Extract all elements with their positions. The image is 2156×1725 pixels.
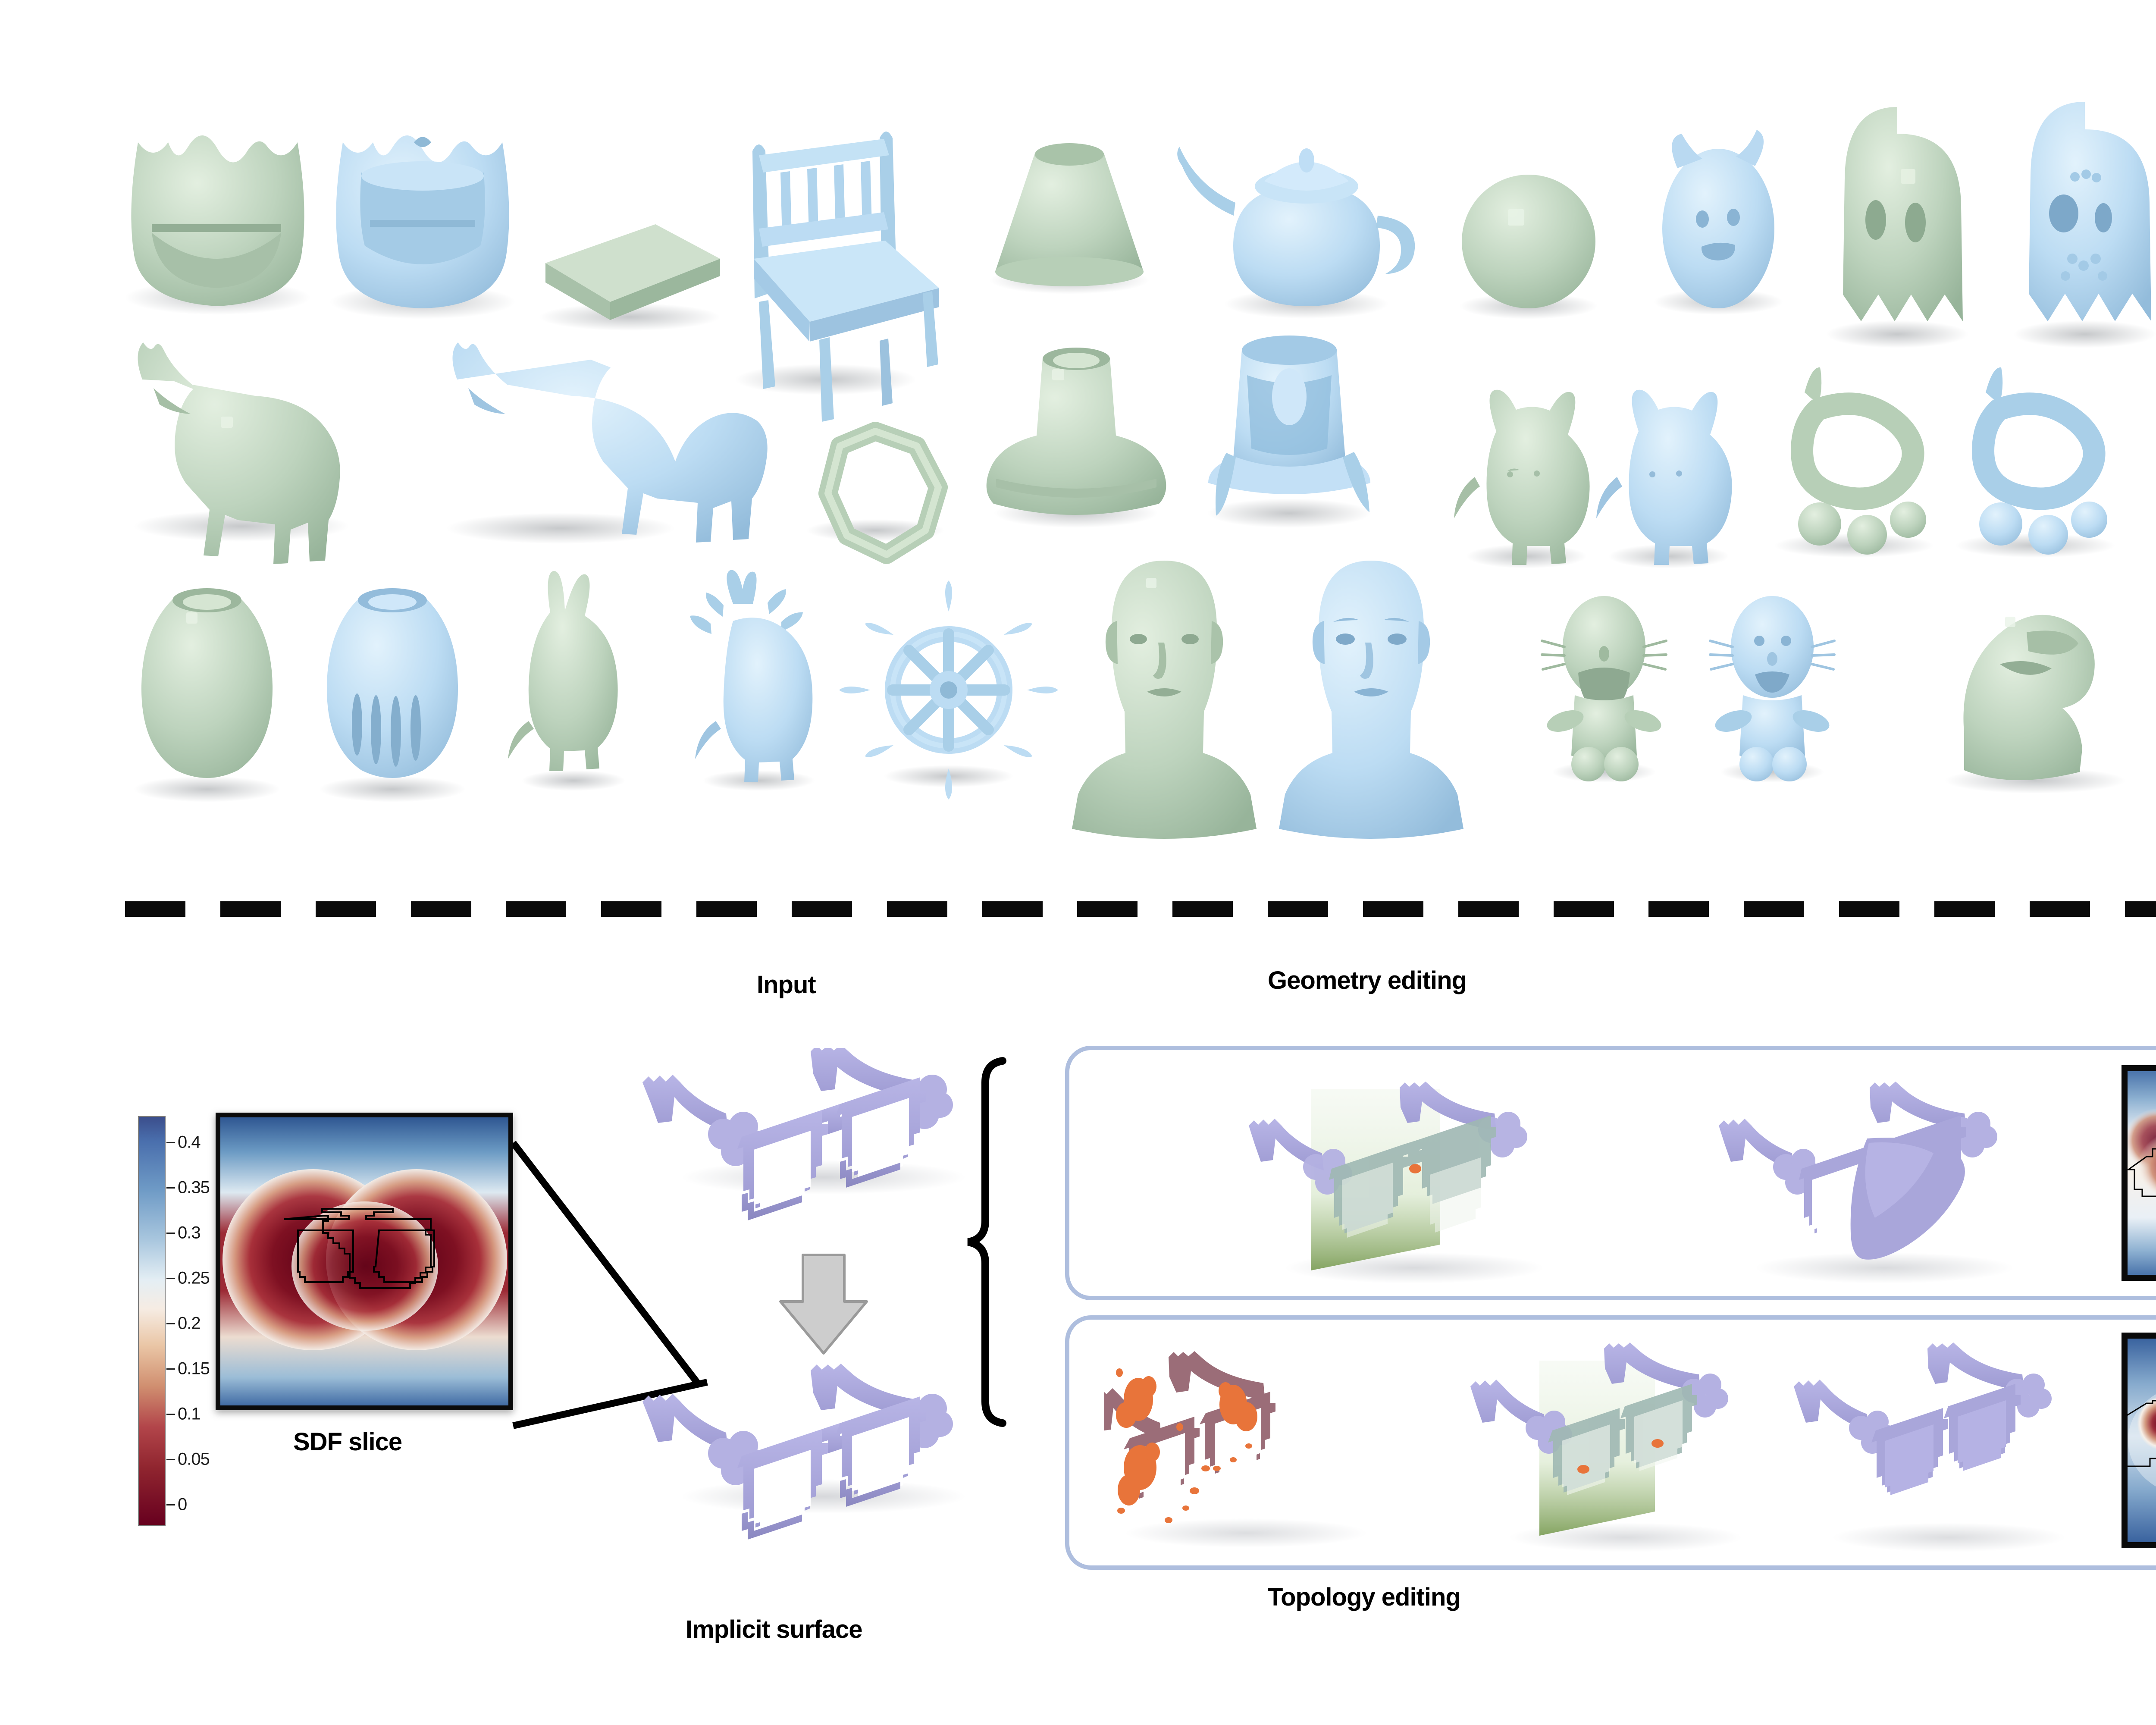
- shape-sphere-green: [1460, 175, 1598, 319]
- divider-dash: [1934, 901, 1995, 917]
- geometry-editing-content: [1249, 1082, 2014, 1283]
- shape-cup-saucer-blue: [1207, 336, 1371, 528]
- cb-label-3: 0.25: [178, 1268, 210, 1288]
- shape-tulip-bowl-blue: [330, 135, 515, 319]
- divider-dash: [1363, 901, 1423, 917]
- geometry-edit-result: [1719, 1082, 2014, 1283]
- sdf-colorbar: [138, 1116, 166, 1526]
- shape-thinker-green: [1945, 615, 2126, 794]
- topology-editing-content: [1104, 1342, 2065, 1552]
- geometry-edit-with-plane: [1249, 1082, 1544, 1283]
- topology-edit-with-plane: [1470, 1342, 1742, 1552]
- cb-tick-4: [166, 1323, 175, 1324]
- shape-gallery: [125, 102, 2156, 839]
- divider-dash: [1839, 901, 1899, 917]
- shape-jar-green: [134, 588, 280, 802]
- shape-horse-green: [134, 342, 349, 564]
- gallery-canvas: [125, 102, 2156, 839]
- shape-box-slab-green: [539, 224, 720, 331]
- cb-tick-2: [166, 1233, 175, 1234]
- cb-tick-7: [166, 1459, 175, 1460]
- divider-dash: [2125, 901, 2156, 917]
- geometry-editing-title: Geometry editing: [1268, 966, 1467, 994]
- topology-handle-dot-left: [1577, 1465, 1589, 1474]
- cb-label-1: 0.35: [178, 1178, 210, 1197]
- divider-dash: [2029, 901, 2090, 917]
- divider-dash: [791, 901, 852, 917]
- sdf-slice-block: 0.4 0.35 0.3 0.25 0.2 0.15 0.1 0.05 0: [129, 1108, 561, 1574]
- implicit-surface-glasses-mesh: [642, 1364, 966, 1540]
- cb-tick-3: [166, 1278, 175, 1279]
- shape-pierced-jar-blue: [319, 588, 466, 802]
- divider-dash: [601, 901, 662, 917]
- geometry-editing-heatmap: [2122, 1065, 2156, 1281]
- pipeline-diagram: 0.4 0.35 0.3 0.25 0.2 0.15 0.1 0.05 0: [0, 940, 2156, 1725]
- cb-tick-1: [166, 1187, 175, 1189]
- topology-handle-dot-right: [1651, 1439, 1664, 1448]
- sdf-slice-heatmap: [216, 1113, 513, 1410]
- divider-dash: [982, 901, 1043, 917]
- cb-tick-0: [166, 1142, 175, 1143]
- divider-dash: [1268, 901, 1328, 917]
- topology-edit-result: [1794, 1342, 2065, 1552]
- divider-dash: [696, 901, 757, 917]
- divider-dash: [1458, 901, 1519, 917]
- shape-octagon-ring-green: [806, 422, 948, 564]
- shape-chair-blue: [735, 132, 939, 422]
- pipeline-glasses: [642, 1048, 966, 1540]
- input-label: Input: [757, 971, 816, 999]
- cb-tick-8: [166, 1504, 175, 1505]
- shape-deer-blue: [690, 570, 815, 791]
- cb-label-5: 0.15: [178, 1359, 210, 1378]
- topology-editing-heatmap: [2122, 1333, 2156, 1548]
- shape-ring-sculpture-blue: [1955, 367, 2115, 558]
- implicit-surface-label: Implicit surface: [686, 1615, 862, 1643]
- shape-cat-figure-green: [1454, 389, 1590, 568]
- divider-dash: [887, 901, 947, 917]
- shape-ship-wheel-blue: [839, 580, 1058, 800]
- divider-dash: [220, 901, 281, 917]
- input-glasses-mesh: [642, 1048, 966, 1220]
- cb-label-2: 0.3: [178, 1223, 201, 1242]
- edit-handle-dot: [1409, 1164, 1421, 1173]
- divider-dash: [1553, 901, 1614, 917]
- shape-horse-blue: [446, 342, 768, 544]
- cb-tick-5: [166, 1368, 175, 1370]
- divider-dash: [1172, 901, 1233, 917]
- shape-head-bust-blue: [1279, 561, 1463, 839]
- cb-label-8: 0: [178, 1495, 187, 1514]
- divider-dash: [315, 901, 376, 917]
- shape-ghost-green: [1826, 107, 1968, 348]
- shape-ghost-skull-blue: [2014, 102, 2156, 348]
- sdf-slice-caption: SDF slice: [293, 1428, 402, 1456]
- cb-tick-6: [166, 1414, 175, 1415]
- shape-lampshade-cone-green: [990, 143, 1149, 294]
- shape-teapot-blue: [1177, 147, 1415, 319]
- shape-ring-sculpture-green: [1774, 367, 1934, 558]
- shape-tulip-cup-green: [125, 135, 310, 315]
- dashed-separator: [125, 901, 2156, 917]
- cb-label-6: 0.1: [178, 1404, 201, 1424]
- divider-dash: [1648, 901, 1709, 917]
- topology-editing-title: Topology editing: [1268, 1583, 1461, 1611]
- divider-dash: [1077, 901, 1138, 917]
- shape-doll-green: [1541, 596, 1667, 782]
- divider-dash: [506, 901, 567, 917]
- shape-head-bust-green: [1072, 561, 1257, 839]
- shape-cat-figure-blue: [1596, 389, 1732, 568]
- shape-doll-blue: [1709, 596, 1836, 782]
- shape-bunny-green: [508, 571, 625, 791]
- cb-label-0: 0.4: [178, 1132, 201, 1152]
- topology-edit-pointcloud: [1104, 1351, 1367, 1548]
- divider-dash: [411, 901, 471, 917]
- cb-label-7: 0.05: [178, 1449, 210, 1469]
- down-arrow-icon: [779, 1254, 868, 1355]
- divider-dash: [1744, 901, 1805, 917]
- shape-pedestal-vase-green: [986, 348, 1166, 528]
- cb-label-4: 0.2: [178, 1314, 201, 1333]
- shape-ghost-face-ball-blue: [1654, 130, 1783, 315]
- divider-dash: [125, 901, 185, 917]
